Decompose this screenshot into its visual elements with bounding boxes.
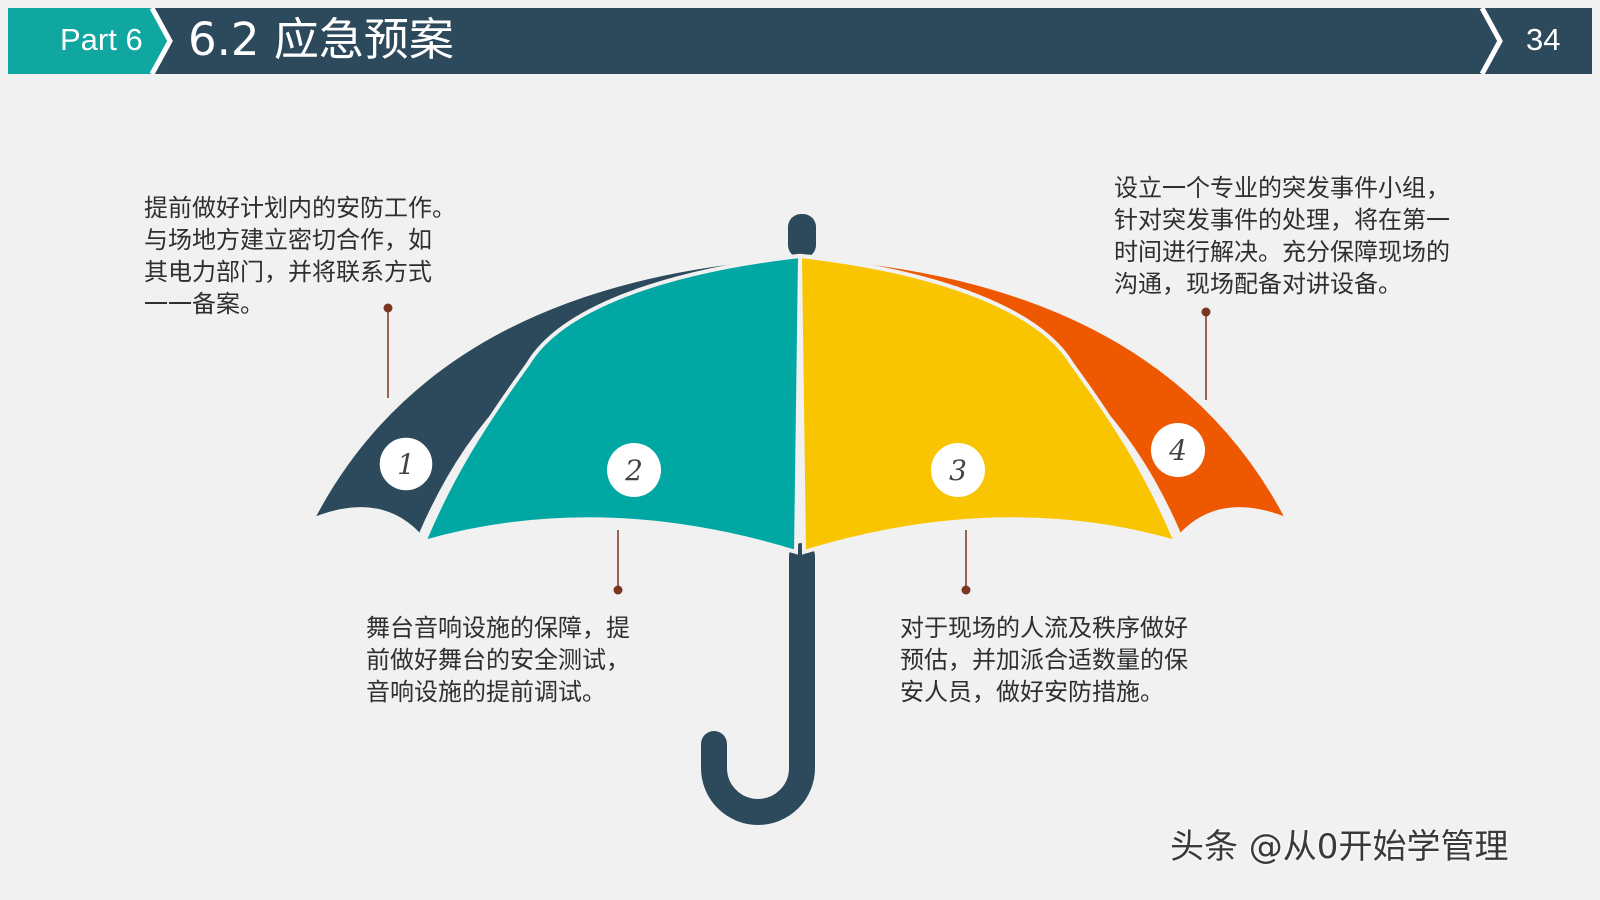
number-badge-4: 4 xyxy=(1151,423,1205,477)
connector-dot-1 xyxy=(383,303,393,313)
connector-dot-4 xyxy=(1201,307,1211,317)
umbrella-handle xyxy=(701,543,815,825)
page-number: 34 xyxy=(1526,22,1561,57)
part-label: Part 6 xyxy=(60,22,143,57)
umbrella-segment-3 xyxy=(797,253,1180,555)
page-title: 6.2 应急预案 xyxy=(188,13,454,66)
page-number-chevron xyxy=(1479,8,1503,74)
connector-dot-2 xyxy=(613,585,623,595)
number-badge-1: 1 xyxy=(378,436,434,492)
watermark: 头条 @从0开始学管理 xyxy=(1170,827,1509,867)
note-1: 提前做好计划内的安防工作。 与场地方建立密切合作，如 其电力部门，并将联系方式 … xyxy=(144,194,456,318)
header-bar-dark xyxy=(8,8,1592,74)
badge-4-label: 4 xyxy=(1168,434,1187,467)
note-2: 舞台音响设施的保障，提 前做好舞台的安全测试， 音响设施的提前调试。 xyxy=(366,614,630,706)
note-4: 设立一个专业的突发事件小组， 针对突发事件的处理，将在第一 时间进行解决。充分保… xyxy=(1114,174,1450,298)
umbrella-segment-2 xyxy=(420,253,803,555)
number-badge-3: 3 xyxy=(931,443,985,497)
badge-3-label: 3 xyxy=(949,454,967,487)
umbrella-tip xyxy=(788,214,816,258)
header-background xyxy=(8,8,1592,74)
badge-2-label: 2 xyxy=(624,454,643,487)
part-tab-accent xyxy=(8,8,170,74)
badge-1-label: 1 xyxy=(397,448,415,481)
number-badge-2: 2 xyxy=(607,443,661,497)
note-3: 对于现场的人流及秩序做好 预估，并加派合适数量的保 安人员，做好安防措施。 xyxy=(900,614,1188,706)
header-banner: Part 6 6.2 应急预案 34 xyxy=(8,8,1592,74)
part-tab-chevron xyxy=(149,8,173,74)
connector-dot-3 xyxy=(961,585,971,595)
